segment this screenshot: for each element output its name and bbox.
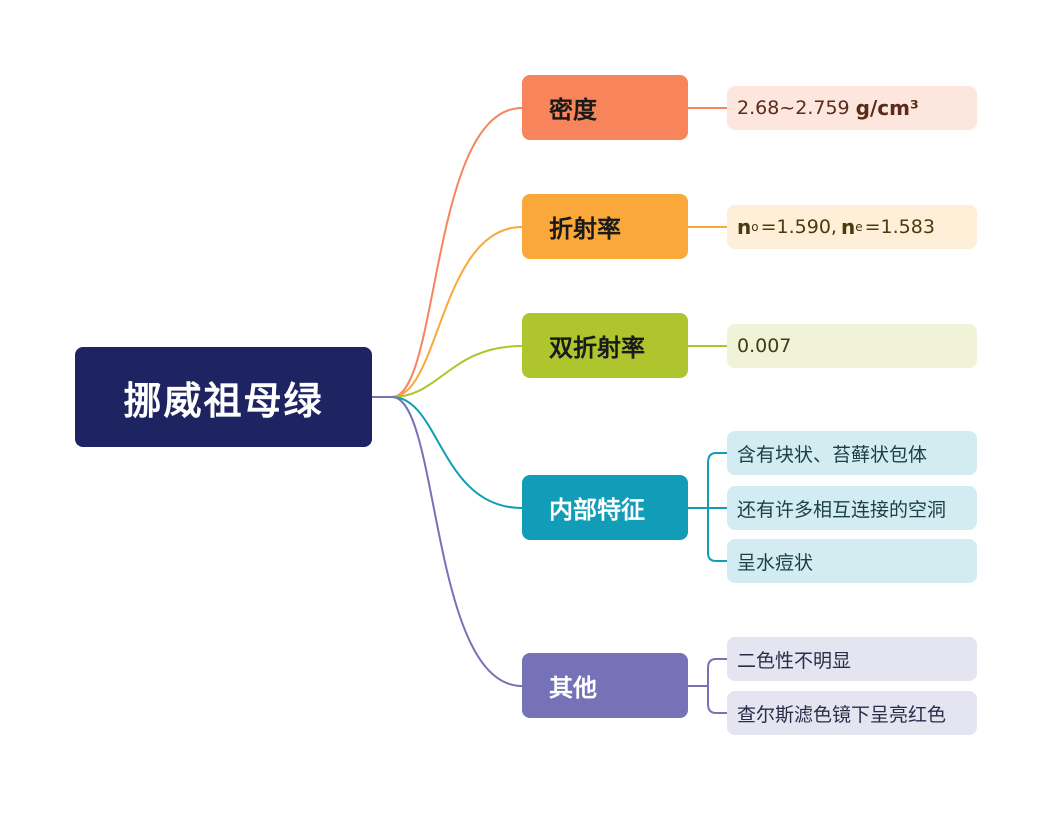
density-unit: g/cm³ xyxy=(855,96,919,120)
internal-item-3: 呈水痘状 xyxy=(737,551,814,574)
branch-density: 密度 xyxy=(522,75,688,140)
other-item-2: 查尔斯滤色镜下呈亮红色 xyxy=(737,703,947,726)
no-value: =1.590, xyxy=(760,216,837,238)
other-item-1: 二色性不明显 xyxy=(737,649,852,672)
ne-value: =1.583 xyxy=(864,216,935,238)
no-symbol: n xyxy=(737,215,752,239)
leaf-internal-1: 含有块状、苔藓状包体 xyxy=(727,431,977,475)
link-other xyxy=(391,396,523,687)
leaf-birefringence: 0.007 xyxy=(727,324,977,368)
link-birefringence xyxy=(391,345,523,398)
leaf-other-1: 二色性不明显 xyxy=(727,637,977,681)
leaf-density: 2.68~2.759 g/cm³ xyxy=(727,86,977,130)
branch-other: 其他 xyxy=(522,653,688,718)
leaf-internal-3: 呈水痘状 xyxy=(727,539,977,583)
link-density xyxy=(391,107,523,398)
internal-item-2: 还有许多相互连接的空洞 xyxy=(737,498,947,521)
root-title: 挪威祖母绿 xyxy=(123,378,324,423)
branch-internal-label: 内部特征 xyxy=(549,496,645,524)
density-value: 2.68~2.759 xyxy=(737,97,850,119)
link-refraction xyxy=(391,226,523,398)
root-node: 挪威祖母绿 xyxy=(75,347,372,447)
branch-refraction: 折射率 xyxy=(522,194,688,259)
link-internal-leaves xyxy=(688,452,727,562)
branch-birefringence-label: 双折射率 xyxy=(549,334,645,362)
no-subscript: o xyxy=(751,220,759,234)
branch-birefringence: 双折射率 xyxy=(522,313,688,378)
link-other-leaves xyxy=(688,658,727,714)
leaf-other-2: 查尔斯滤色镜下呈亮红色 xyxy=(727,691,977,735)
branch-refraction-label: 折射率 xyxy=(549,215,621,243)
ne-subscript: e xyxy=(855,220,863,234)
branch-other-label: 其他 xyxy=(549,674,597,702)
birefringence-value: 0.007 xyxy=(737,335,792,357)
branch-internal: 内部特征 xyxy=(522,475,688,540)
link-internal xyxy=(391,396,523,509)
internal-item-1: 含有块状、苔藓状包体 xyxy=(737,443,928,466)
ne-symbol: n xyxy=(840,215,856,239)
branch-density-label: 密度 xyxy=(549,96,597,124)
leaf-internal-2: 还有许多相互连接的空洞 xyxy=(727,486,977,530)
